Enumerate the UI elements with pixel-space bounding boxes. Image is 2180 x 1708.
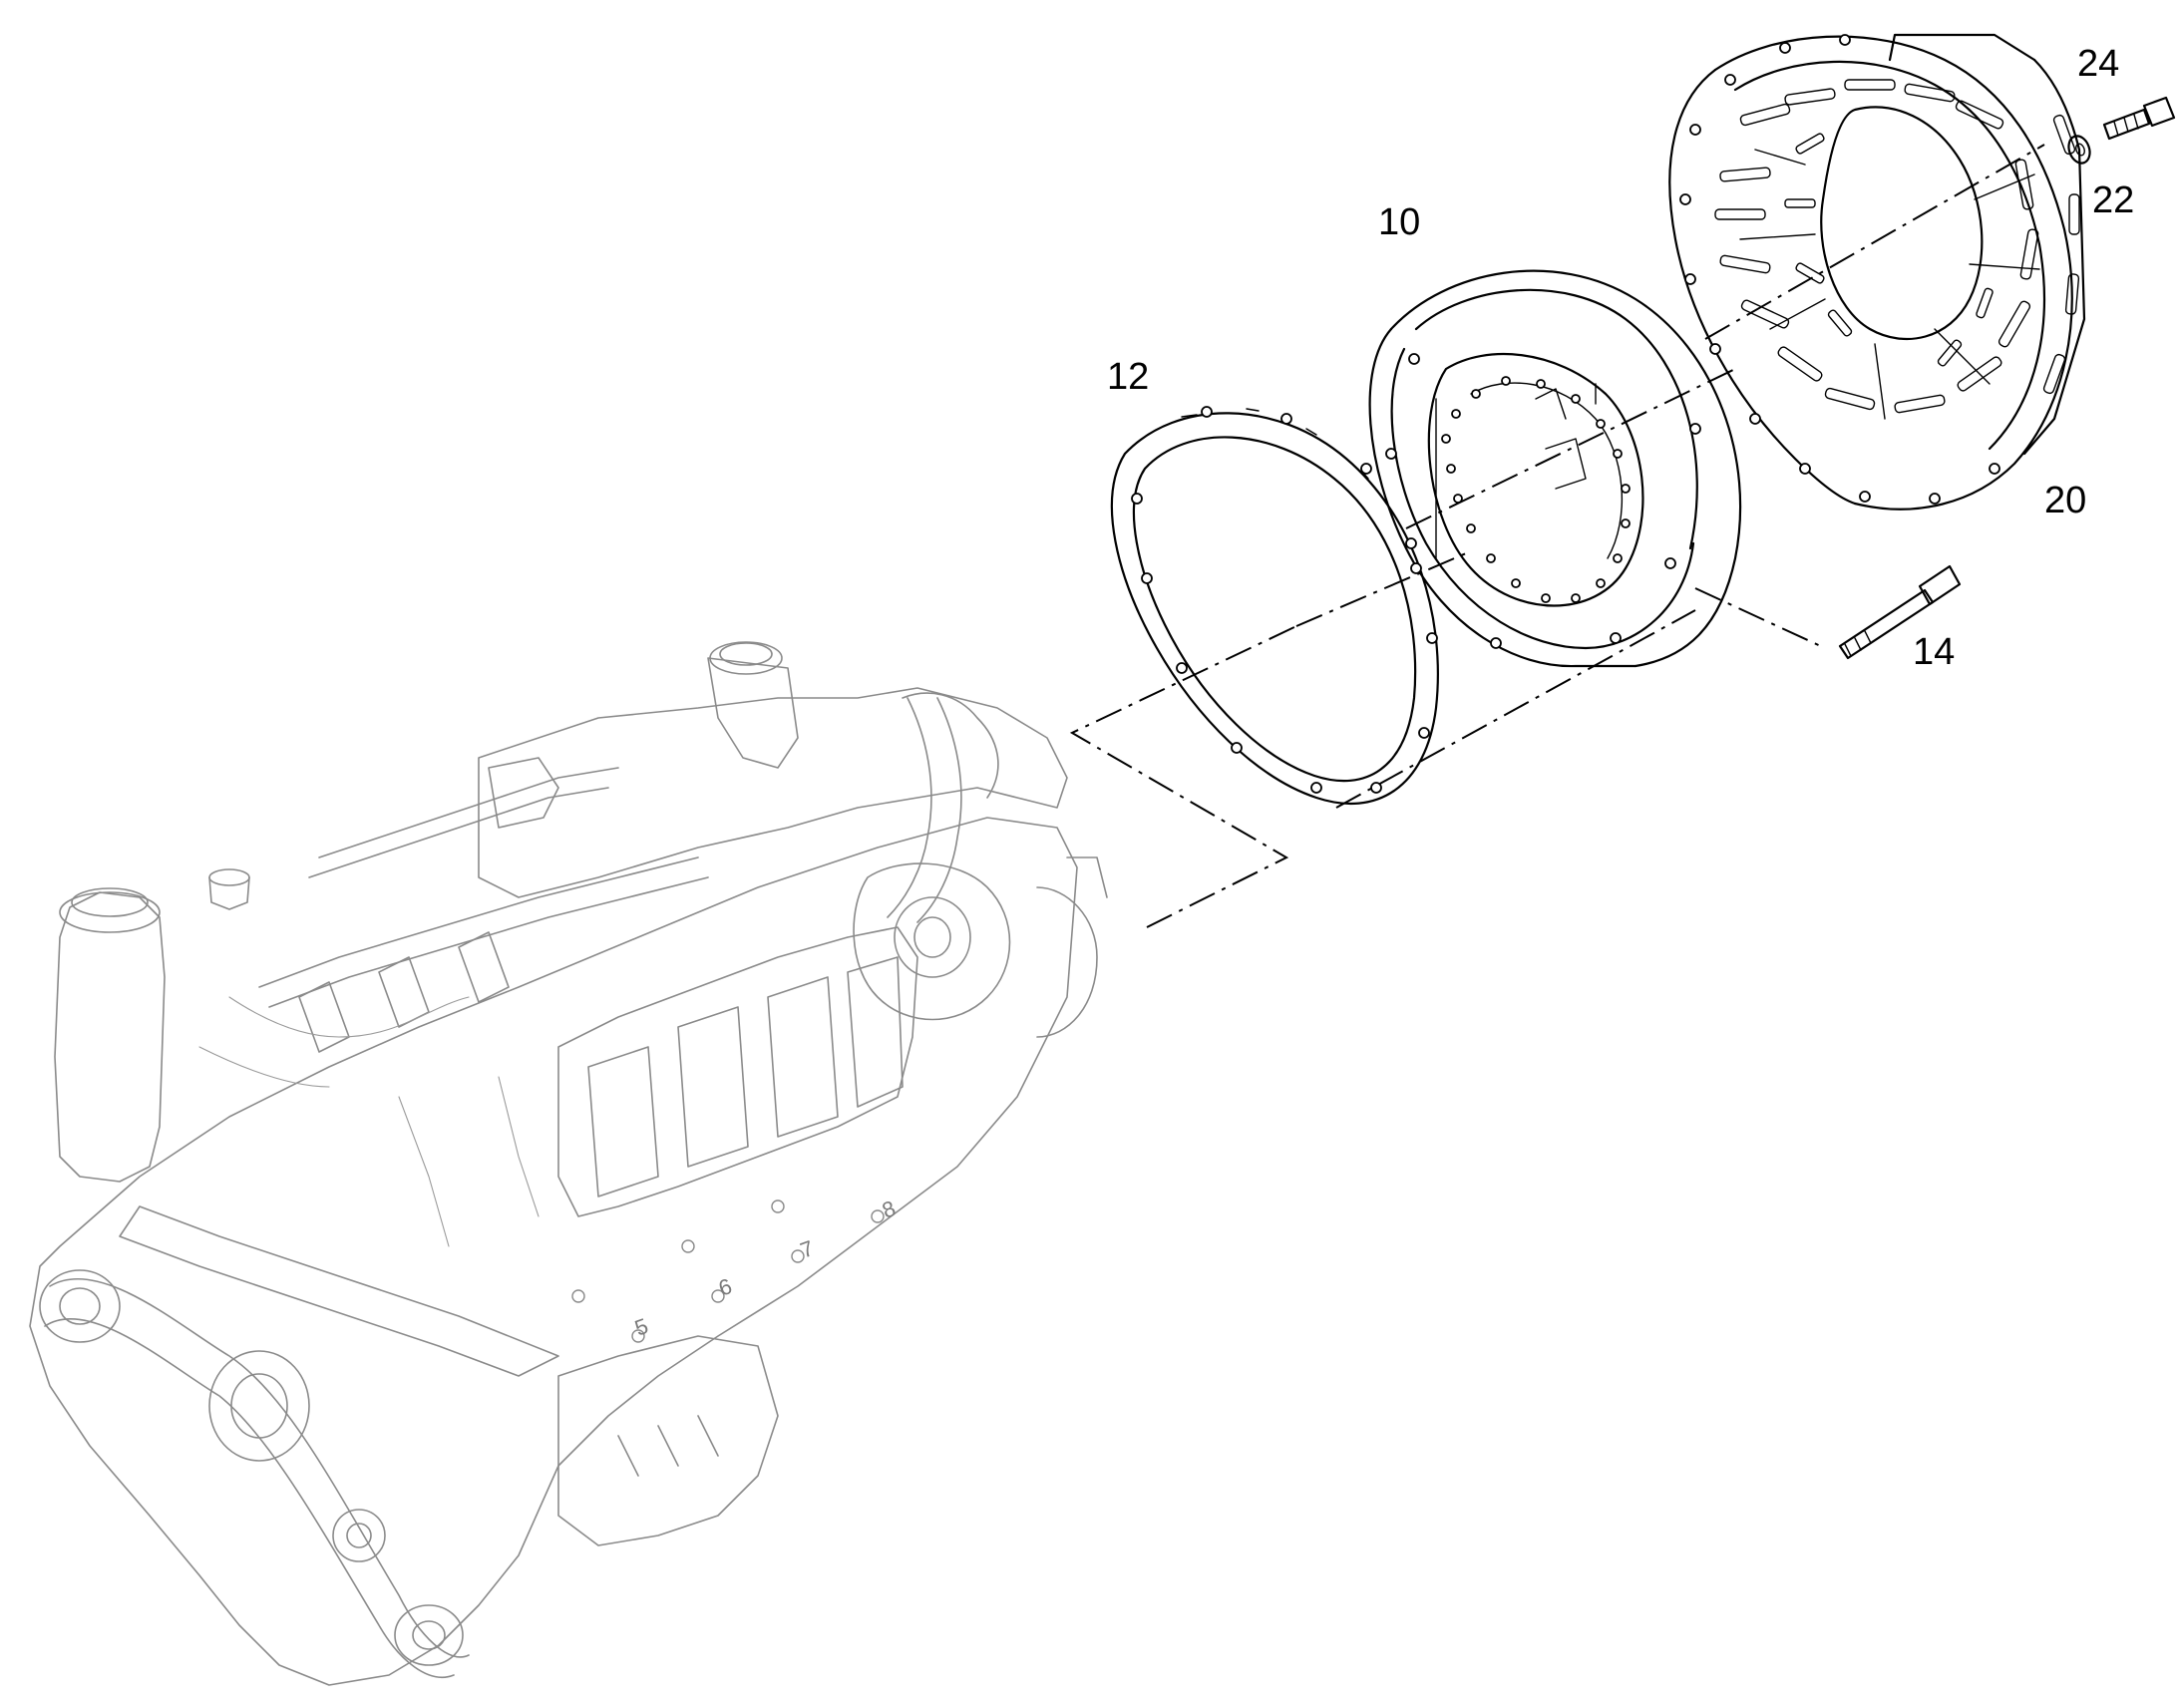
- ventilated-cover: [1668, 33, 2086, 511]
- washer-22: [2067, 135, 2091, 165]
- callout-14: 14: [1913, 631, 1955, 673]
- callout-22: 22: [2092, 179, 2134, 221]
- long-bolt-14: [1838, 564, 1962, 660]
- engine-assembly: 5 6 7 8: [29, 641, 1108, 1686]
- bolt-24: [2102, 96, 2176, 141]
- callout-10: 10: [1378, 201, 1420, 243]
- gasket-ring: [1110, 406, 1439, 806]
- callout-20: 20: [2044, 480, 2086, 521]
- callout-labels: 24 22 10 12 20 14: [1107, 43, 2134, 673]
- callout-24: 24: [2077, 43, 2119, 85]
- callout-12: 12: [1107, 356, 1149, 398]
- assembly-centerlines: [1069, 144, 2045, 928]
- flywheel-housing: [1368, 269, 1742, 668]
- cover-vent-slots: [1714, 79, 2080, 414]
